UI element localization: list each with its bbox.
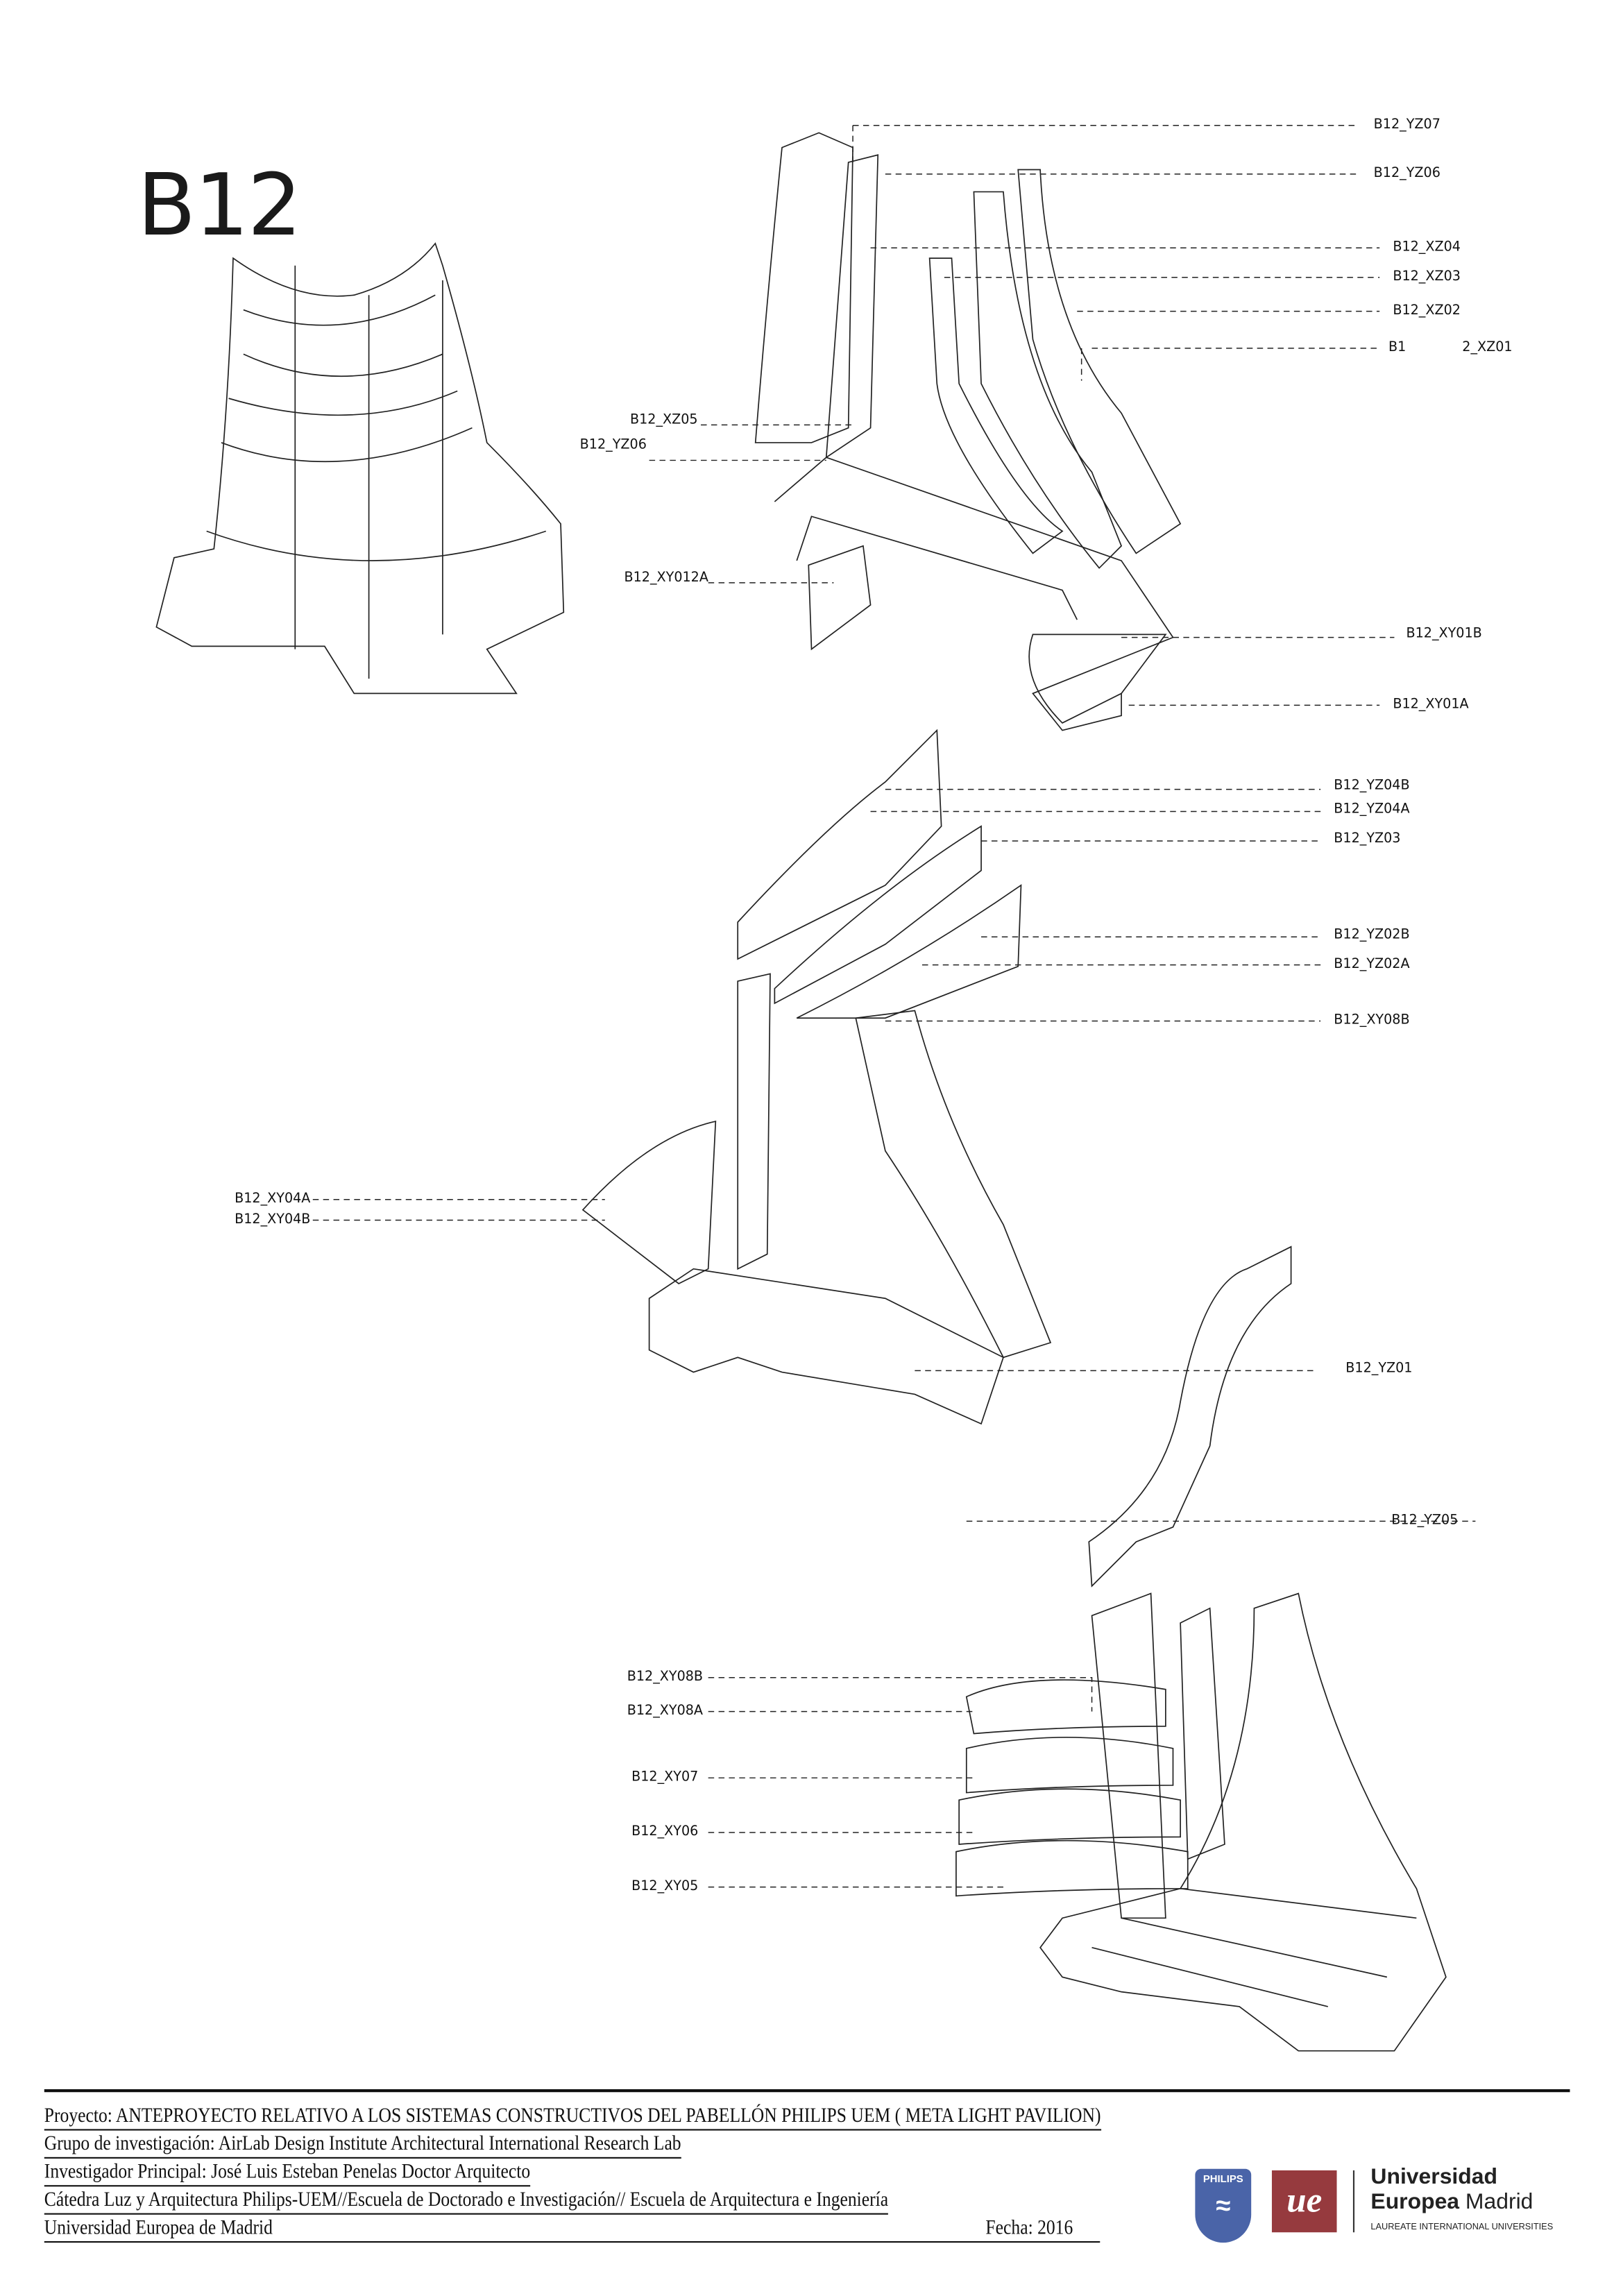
label-b12-xz02: B12_XZ02	[1393, 304, 1461, 319]
label-b12-xz03: B12_XZ03	[1393, 270, 1461, 285]
exploded-axonometric-drawings	[155, 124, 1476, 2052]
label-b12-xy04b: B12_XY04B	[235, 1212, 311, 1228]
footer-proyecto: Proyecto: ANTEPROYECTO RELATIVO A LOS SI…	[44, 2105, 1101, 2131]
label-b12-xz05: B12_XZ05	[629, 413, 698, 428]
label-b12-xy06: B12_XY06	[631, 1825, 699, 1840]
label-b12-xz04: B12_XZ04	[1393, 240, 1461, 255]
exploded-group-bottom	[955, 1592, 1447, 2052]
logo-divider	[1352, 2170, 1355, 2233]
label-b12-yz04a: B12_YZ04A	[1334, 802, 1410, 818]
uem-name-line2: Europea Madrid	[1370, 2191, 1533, 2215]
philips-logo: PHILIPS ≈	[1195, 2168, 1252, 2243]
label-b12-xy08b-mid: B12_XY08B	[1334, 1013, 1410, 1029]
label-b12-yz01: B12_YZ01	[1345, 1361, 1413, 1377]
philips-shield-icon: ≈	[1216, 2191, 1231, 2221]
footer-rule	[44, 2089, 1570, 2093]
footer-investigador: Investigador Principal: José Luis Esteba…	[44, 2161, 531, 2187]
exploded-group-top	[754, 132, 1182, 731]
ue-logo: ue	[1271, 2170, 1337, 2233]
footer-universidad: Universidad Europea de Madrid	[44, 2218, 1101, 2243]
label-b12-xy04a: B12_XY04A	[235, 1192, 311, 1207]
assembled-block-b12	[155, 242, 565, 695]
footer-grupo: Grupo de investigación: AirLab Design In…	[44, 2134, 681, 2159]
uem-name-line1: Universidad	[1370, 2164, 1498, 2190]
exploded-group-middle	[581, 729, 1052, 1425]
label-b12-yz06: B12_YZ06	[1373, 167, 1441, 182]
uem-laureate: LAUREATE INTERNATIONAL UNIVERSITIES	[1370, 2223, 1554, 2233]
label-b12-xy012a: B12_XY012A	[624, 570, 708, 586]
label-b12-yz03: B12_YZ03	[1334, 832, 1401, 847]
label-b12-yz06-left: B12_YZ06	[579, 438, 647, 453]
sheet-title: B12	[137, 155, 302, 255]
label-b12-yz07: B12_YZ07	[1373, 118, 1441, 133]
label-b12-xy01b: B12_XY01B	[1406, 627, 1482, 642]
leader-lines	[312, 124, 1476, 1888]
label-b12-xy07: B12_XY07	[631, 1770, 699, 1785]
label-b12-xy05: B12_XY05	[631, 1880, 699, 1895]
philips-logo-text: PHILIPS	[1203, 2175, 1243, 2186]
label-b12-xy08a: B12_XY08A	[627, 1703, 704, 1719]
label-b12-yz04b: B12_YZ04B	[1334, 779, 1410, 794]
uem-madrid: Madrid	[1459, 2189, 1533, 2215]
label-b12-yz02a: B12_YZ02A	[1334, 958, 1410, 973]
footer-catedra: Cátedra Luz y Arquitectura Philips-UEM//…	[44, 2190, 889, 2215]
panel-yz01	[1088, 1245, 1292, 1588]
label-b12-xy01a: B12_XY01A	[1393, 697, 1469, 713]
label-b12-yz05: B12_YZ05	[1391, 1513, 1459, 1529]
label-b12-xz01-part2: 2_XZ01	[1462, 341, 1513, 356]
footer-fecha: Fecha: 2016	[985, 2217, 1073, 2240]
uem-europea: Europea	[1370, 2189, 1460, 2215]
label-b12-yz02b: B12_YZ02B	[1334, 928, 1410, 943]
label-b12-xy08b: B12_XY08B	[627, 1670, 704, 1685]
label-b12-xz01-part1: B1	[1388, 341, 1407, 356]
